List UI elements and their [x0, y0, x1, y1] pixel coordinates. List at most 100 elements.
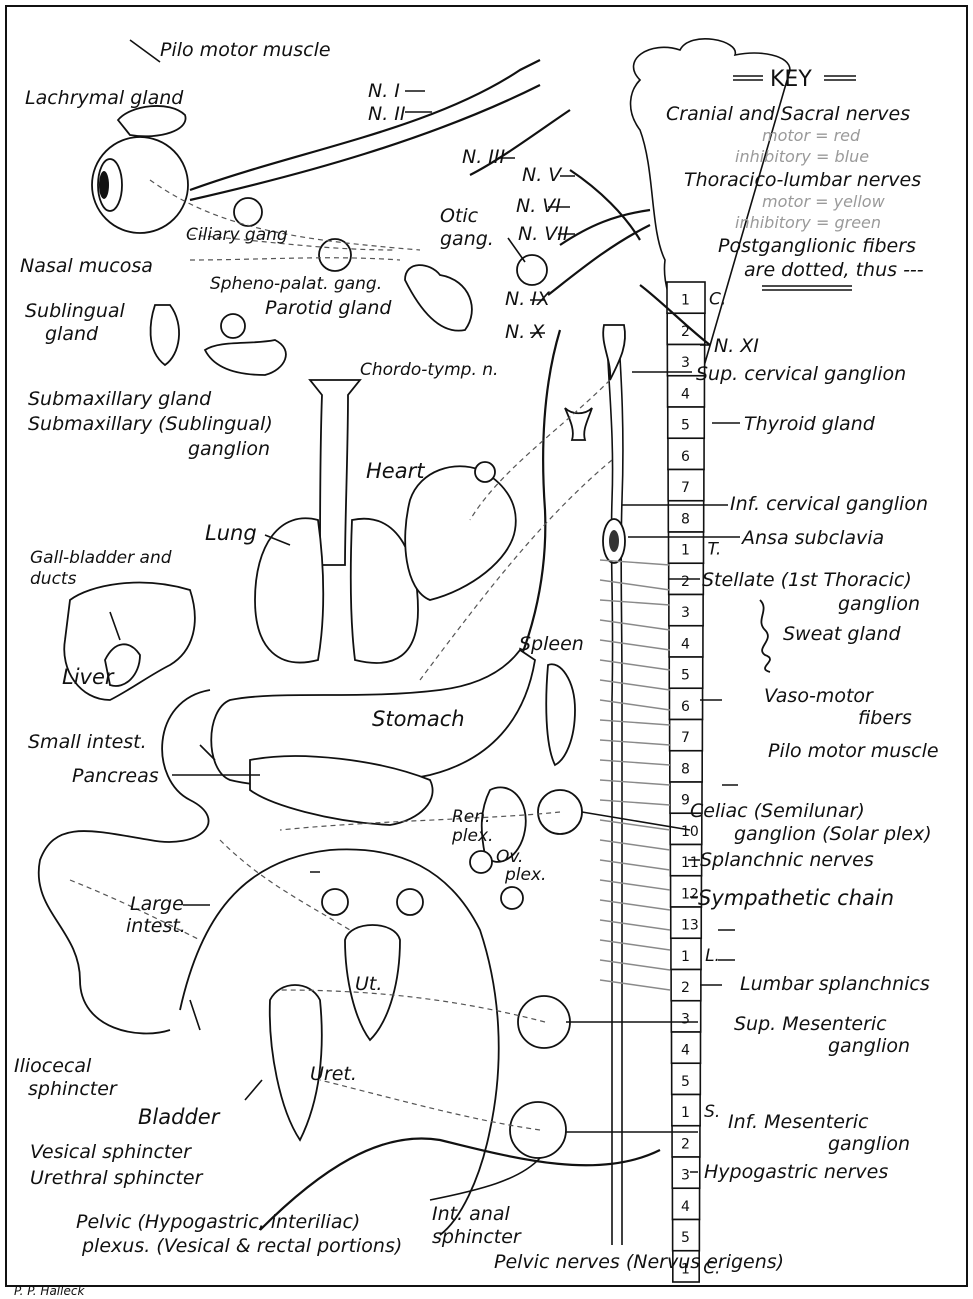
- vertebra-label: 9: [681, 793, 690, 809]
- label-submax-gang-1: Submaxillary (Sublingual): [28, 413, 273, 435]
- label-inf-mes-1: Inf. Mesenteric: [728, 1111, 869, 1133]
- label-chordo-tymp: Chordo-tymp. n.: [360, 360, 498, 380]
- label-sublingual-2: gland: [45, 323, 99, 345]
- label-celiac-1: Celiac (Semilunar): [690, 800, 865, 822]
- nerve-n2: [190, 85, 540, 200]
- label-nasal-mucosa: Nasal mucosa: [20, 255, 153, 277]
- label-uret: Uret.: [310, 1063, 357, 1085]
- label-pancreas: Pancreas: [72, 765, 159, 787]
- label-n11: N. XI: [714, 335, 759, 357]
- label-otic-2: gang.: [440, 228, 494, 250]
- vertebra-label: 12: [681, 886, 699, 902]
- eyeball: [92, 137, 188, 233]
- label-heart: Heart: [366, 459, 425, 483]
- label-parotid-gland: Parotid gland: [265, 297, 392, 319]
- rami-fibers: [600, 560, 670, 990]
- ovary-left: [322, 889, 348, 915]
- vertebra-label: 3: [681, 1011, 690, 1027]
- vertebra-label: 2: [681, 1136, 690, 1152]
- label-bladder: Bladder: [138, 1105, 221, 1129]
- vertebra-label: 2: [681, 574, 690, 590]
- nerve-n5: [570, 170, 640, 240]
- label-n6: N. VI: [516, 195, 561, 217]
- label-sup-cervical: Sup. cervical ganglion: [696, 363, 906, 385]
- label-ciliary-gang: Ciliary gang: [186, 225, 288, 245]
- label-submax-gland: Submaxillary gland: [28, 388, 212, 410]
- vertebra-label: 5: [681, 418, 690, 434]
- key-thoracico-lumbar: Thoracico-lumbar nerves: [684, 169, 921, 191]
- sup-cervical-ganglion-body: [603, 325, 625, 380]
- vertebra-label: 8: [681, 761, 690, 777]
- vertebra-label: 1: [681, 1105, 690, 1121]
- lung-left: [255, 518, 323, 662]
- key-panel: KEY Cranial and Sacral nerves motor = re…: [666, 67, 924, 290]
- nerve-n7: [560, 210, 650, 245]
- submaxillary-gland: [205, 340, 286, 375]
- label-pelvic-plex-2: plexus. (Vesical & rectal portions): [81, 1235, 402, 1257]
- vertebra-label: 10: [681, 824, 699, 840]
- label-sublingual-1: Sublingual: [25, 300, 126, 322]
- label-ov-2: plex.: [504, 865, 546, 885]
- label-urethral-sphincter: Urethral sphincter: [30, 1167, 204, 1189]
- sup-nerve-hooks: [718, 930, 735, 960]
- label-otic-1: Otic: [440, 205, 479, 227]
- label-sup-mes-1: Sup. Mesenteric: [734, 1013, 887, 1035]
- label-iliocecal-1: Iliocecal: [14, 1055, 92, 1077]
- label-iliocecal-2: sphincter: [28, 1078, 118, 1100]
- label-signature: P. P. Halleck: [14, 1284, 85, 1298]
- vertebra-label: 1: [681, 949, 690, 965]
- label-spleen: Spleen: [519, 633, 584, 655]
- label-sweat-gland: Sweat gland: [783, 623, 901, 645]
- label-pelvic-plex-1: Pelvic (Hypogastric, interiliac): [76, 1211, 360, 1233]
- label-large-2: intest.: [126, 915, 186, 937]
- vertebra-label: 5: [681, 1074, 690, 1090]
- vertebra-label: 5: [681, 668, 690, 684]
- spheno-palatine-ganglion: [319, 239, 351, 271]
- sweat-gland: [760, 600, 770, 672]
- label-spheno-palat: Spheno-palat. gang.: [210, 274, 382, 294]
- lachrymal-gland: [118, 106, 186, 136]
- label-stomach: Stomach: [372, 707, 465, 731]
- label-n5: N. V: [522, 164, 563, 186]
- vertebra-label: 4: [681, 1199, 690, 1215]
- vertebra-label: 7: [681, 730, 690, 746]
- label-gall-1: Gall-bladder and: [30, 548, 172, 568]
- key-postganglionic-2: are dotted, thus ---: [744, 259, 924, 281]
- label-stellate-2: ganglion: [838, 593, 920, 615]
- label-int-anal-2: sphincter: [432, 1226, 522, 1248]
- spine-region-letter: C.: [709, 290, 726, 310]
- label-n10: N. X: [505, 321, 545, 343]
- label-lung: Lung: [205, 521, 257, 545]
- label-ansa: Ansa subclavia: [740, 527, 884, 549]
- label-lachrymal-gland: Lachrymal gland: [25, 87, 184, 109]
- key-title: KEY: [770, 67, 812, 92]
- label-vesical-sphincter: Vesical sphincter: [30, 1141, 192, 1163]
- label-stellate-1: Stellate (1st Thoracic): [702, 569, 912, 591]
- ciliary-ganglion: [234, 198, 262, 226]
- label-ov-1: Ov.: [496, 847, 523, 867]
- spleen: [546, 664, 575, 765]
- spine-region-letter: L.: [705, 946, 720, 966]
- heart-vessel: [475, 462, 495, 482]
- label-submax-gang-2: ganglion: [188, 438, 270, 460]
- label-ut: Ut.: [355, 973, 382, 995]
- key-tl-motor: motor = yellow: [762, 192, 886, 211]
- heart: [405, 466, 516, 600]
- label-hypogastric: Hypogastric nerves: [704, 1161, 888, 1183]
- parotid-gland: [405, 265, 472, 331]
- label-n7: N. VII: [518, 223, 569, 245]
- label-n9: N. IX: [505, 288, 551, 310]
- renal-plexus-ganglion: [470, 851, 492, 873]
- submaxillary-ganglion: [221, 314, 245, 338]
- label-gall-2: ducts: [30, 569, 77, 589]
- label-vaso-1: Vaso-motor: [764, 685, 874, 707]
- nerve-n1: [190, 60, 540, 190]
- sublingual-gland: [151, 305, 180, 365]
- label-inf-mes-2: ganglion: [828, 1133, 910, 1155]
- vertebra-label: 13: [681, 918, 699, 934]
- key-cs-motor: motor = red: [762, 126, 861, 145]
- label-n1: N. I: [368, 80, 400, 102]
- label-liver: Liver: [62, 665, 115, 689]
- vertebra-label: 1: [681, 543, 690, 559]
